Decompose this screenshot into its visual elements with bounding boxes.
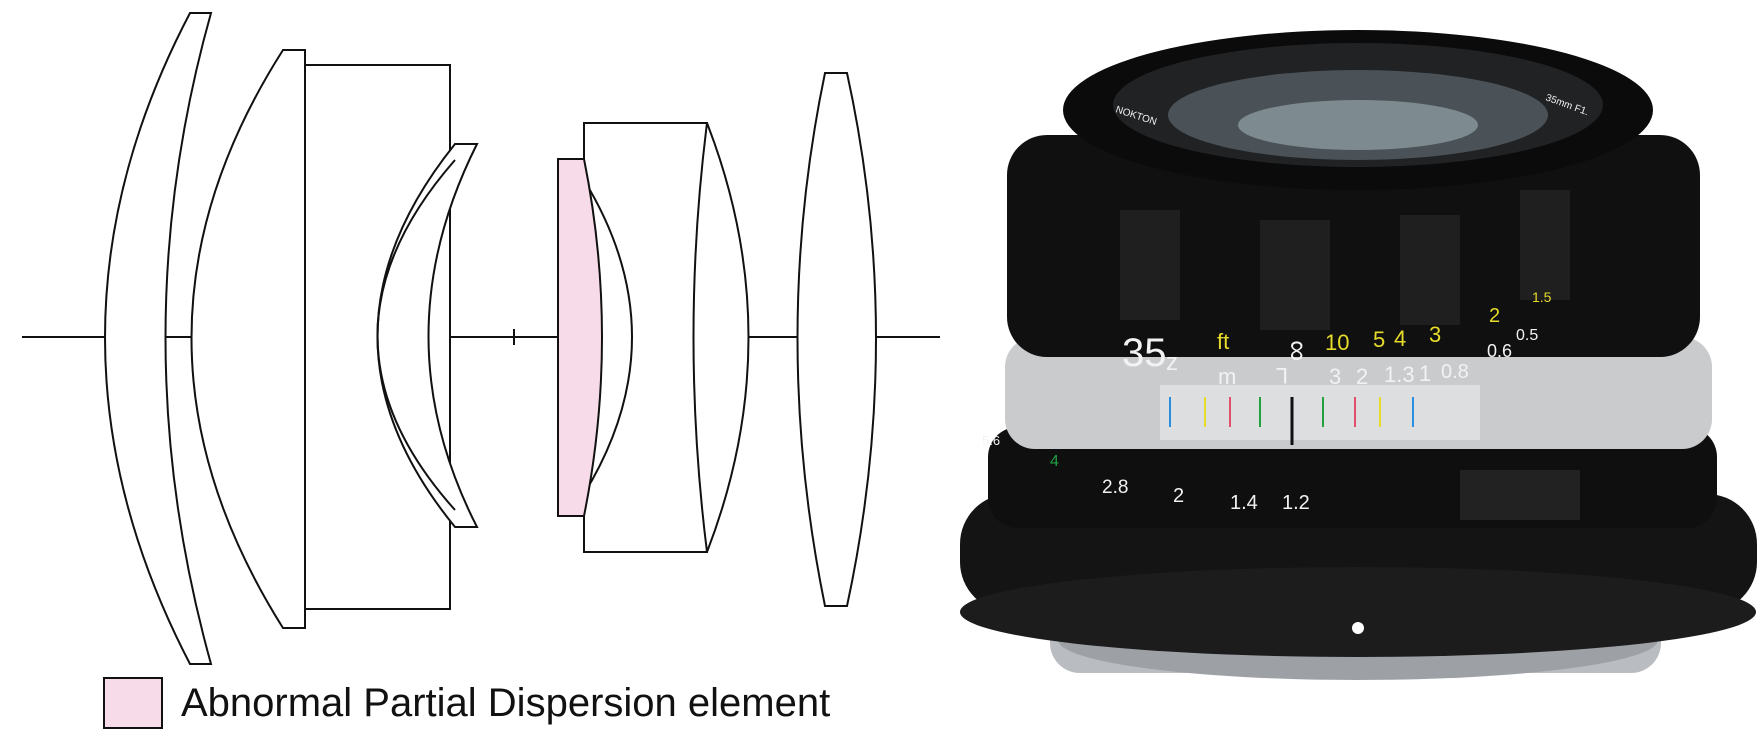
lens-element-2 (190, 49, 306, 629)
meter-scale-mark: 0.8 (1441, 361, 1469, 383)
meter-scale-mark: 1.3 (1384, 362, 1415, 387)
infrared-mark: L (1276, 363, 1288, 388)
lens-element-4 (376, 143, 479, 528)
feet-scale-mark: 1.5 (1532, 289, 1552, 305)
aperture-mark: 1.2 (1282, 492, 1310, 514)
cemented-surface (583, 179, 633, 495)
meter-scale-mark: 1 (1419, 361, 1431, 386)
lens-element-6 (583, 122, 708, 553)
focal-length-label: 35 (1122, 331, 1167, 375)
meter-scale-mark: 0.5 (1516, 327, 1538, 344)
lens-element-7 (692, 122, 750, 553)
meter-scale-mark: 0.6 (1487, 341, 1512, 361)
feet-scale-mark: 3 (1429, 322, 1441, 347)
lens-element-1 (104, 12, 213, 665)
lens-photo: NOKTON 35mm F1. 35 z ft m ∞ L 10 5 4 3 2… (960, 30, 1757, 680)
mount-index-dot (1352, 622, 1364, 634)
cemented-surface (376, 159, 456, 511)
meter-scale-mark: 3 (1329, 364, 1341, 389)
feet-unit-label: ft (1217, 329, 1229, 354)
lens-element-8 (796, 72, 877, 607)
optical-diagram (22, 12, 940, 665)
aperture-mark: 5.6 (982, 433, 1000, 448)
apd-lens-element (557, 158, 603, 517)
infinity-mark: ∞ (1281, 340, 1314, 361)
aperture-mark: 2 (1173, 485, 1184, 507)
aperture-mark: 2.8 (1102, 477, 1128, 498)
meter-unit-label: m (1218, 364, 1236, 389)
feet-scale-mark: 2 (1489, 305, 1500, 327)
aperture-mark: 4 (1050, 453, 1059, 470)
apd-legend-swatch (103, 677, 163, 729)
legend: Abnormal Partial Dispersion element (103, 677, 830, 729)
mount-letter: z (1166, 349, 1178, 376)
depth-of-field-scale (1169, 397, 1414, 445)
feet-scale-mark: 4 (1394, 326, 1406, 351)
feet-scale-mark: 10 (1325, 330, 1349, 355)
aperture-mark: 1.4 (1230, 492, 1258, 514)
feet-scale-mark: 5 (1373, 327, 1385, 352)
meter-scale-mark: 2 (1356, 364, 1368, 389)
legend-label: Abnormal Partial Dispersion element (181, 680, 831, 725)
